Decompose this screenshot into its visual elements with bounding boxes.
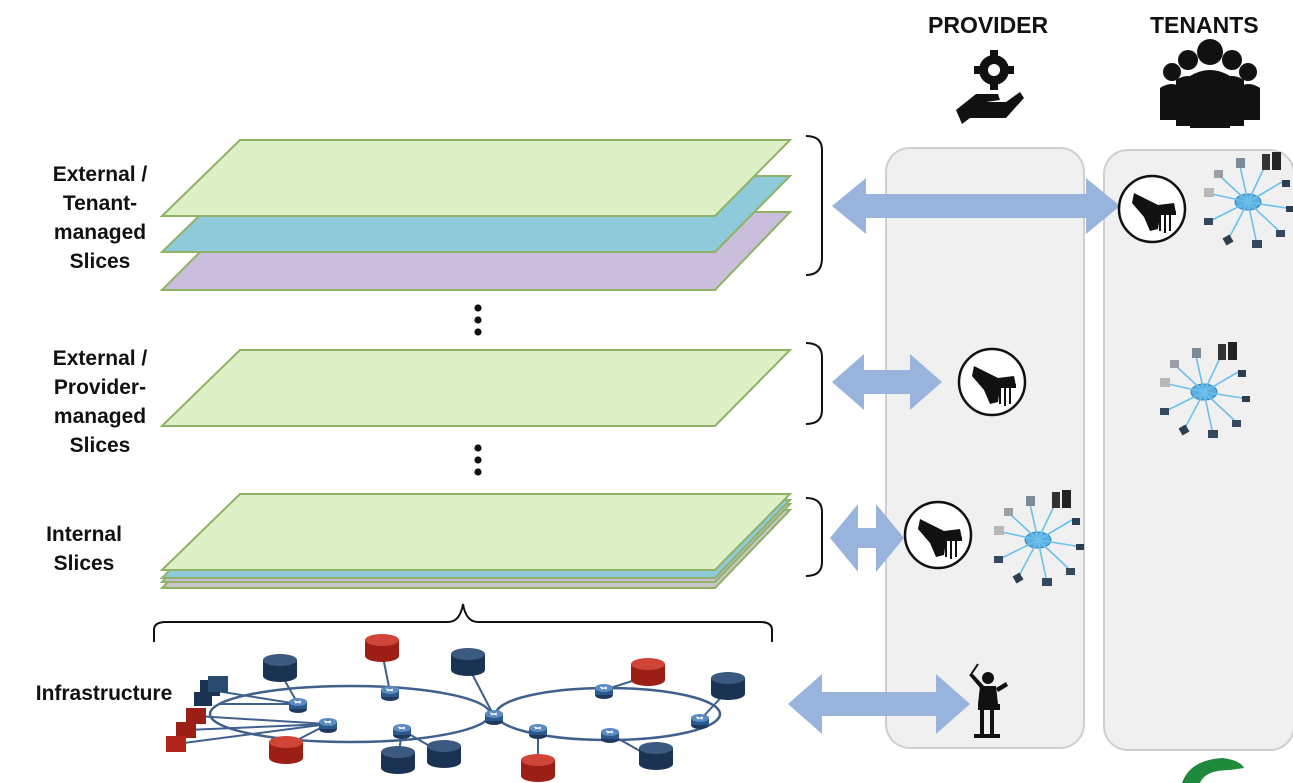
- ellipsis-dots: [474, 304, 482, 476]
- internal-slices: [159, 493, 793, 589]
- people-group-icon: [1160, 39, 1260, 128]
- provider-header: PROVIDER: [928, 12, 1049, 38]
- provider-panel: [885, 147, 1085, 749]
- label-internal: Internal Slices: [46, 523, 122, 575]
- hand-stamp-icon: [957, 347, 1027, 417]
- bracket-tenant-slices: [805, 135, 823, 276]
- label-external-tenant-managed: External / Tenant- managed Slices: [52, 163, 148, 273]
- arrow-provider-slices: [832, 354, 942, 410]
- arrow-infrastructure: [788, 674, 970, 734]
- conductor-icon: [969, 663, 1008, 738]
- slice-green: [159, 139, 793, 217]
- infrastructure-network: [166, 634, 745, 782]
- bracket-provider-slices: [805, 342, 823, 425]
- bracket-internal-slices: [805, 497, 823, 577]
- hand-stamp-icon: [1117, 174, 1187, 244]
- arrow-internal-slices: [830, 504, 904, 572]
- tenants-header: TENANTS: [1150, 12, 1259, 38]
- tenant-managed-slices: [159, 139, 793, 291]
- arrow-tenant-slices: [832, 178, 1120, 234]
- logo-fragment: [1182, 758, 1244, 783]
- gear-hand-icon: [956, 50, 1024, 124]
- infrastructure-brace: [153, 603, 773, 642]
- label-external-provider-managed: External / Provider- managed Slices: [52, 347, 148, 457]
- label-infrastructure: Infrastructure: [35, 682, 173, 705]
- tenants-panel: [1103, 149, 1293, 751]
- hand-stamp-icon: [903, 500, 973, 570]
- provider-managed-slice: [159, 349, 793, 427]
